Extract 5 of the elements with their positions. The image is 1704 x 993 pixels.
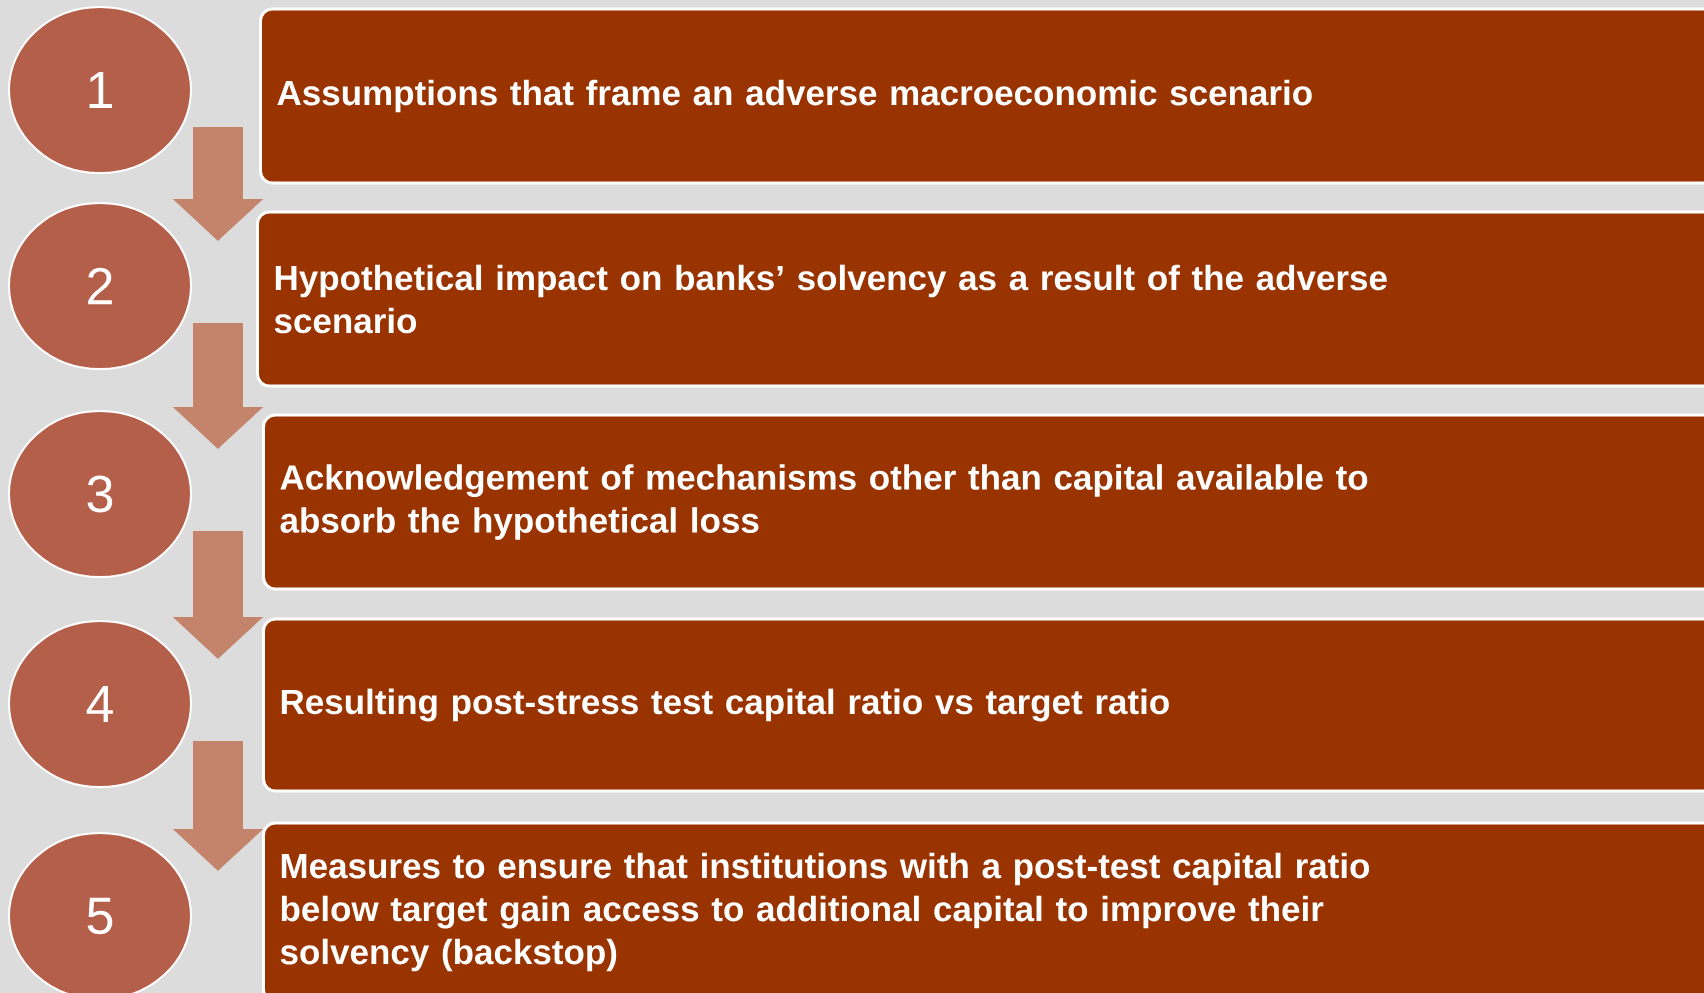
step-box: Assumptions that frame an adverse macroeconomic scenario (259, 7, 1704, 185)
step-box: Acknowledgement of mechanisms other than capital available to absorb the hypothetical loss (262, 413, 1704, 591)
step-box: Hypothetical impact on banks’ solvency as a result of the adverse scenario (256, 210, 1704, 388)
step-box: Resulting post-stress test capital ratio vs target ratio (262, 617, 1704, 793)
step-box: Measures to ensure that institutions with a post-test capital ratio below target gain access to additional capital to improve their solvency (backstop) (262, 821, 1704, 993)
